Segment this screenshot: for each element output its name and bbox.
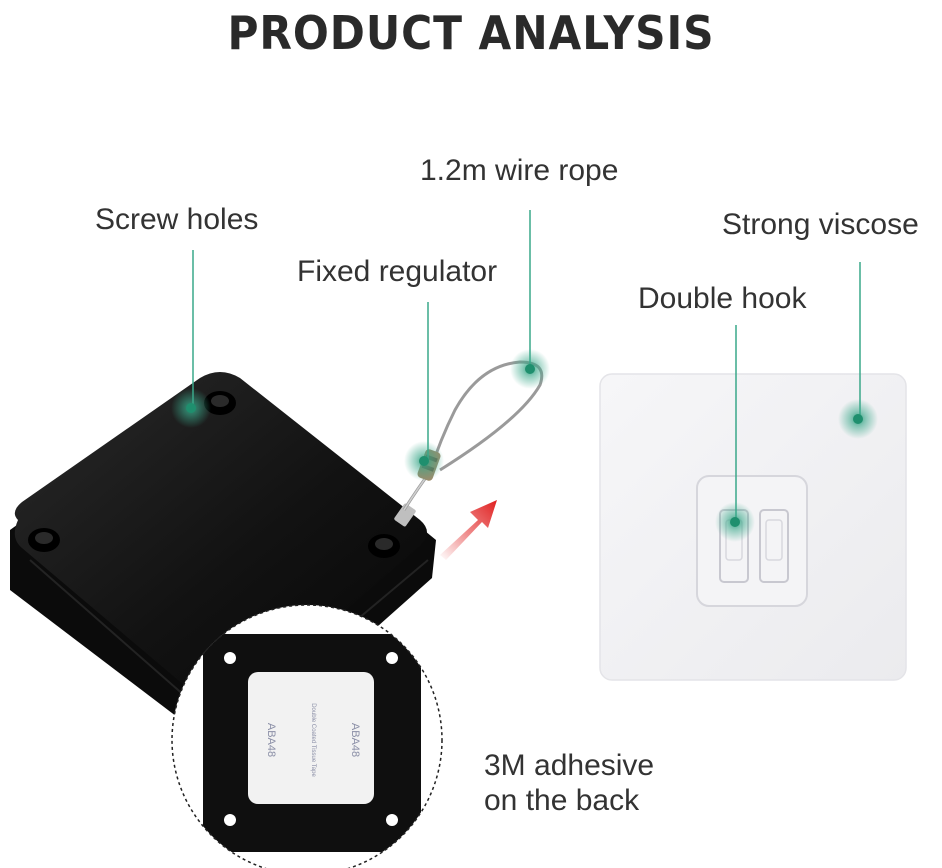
callout-dot-screw-holes [171,388,211,428]
adhesive-sticker [248,672,374,804]
label-fixed-regulator: Fixed regulator [297,255,498,288]
callout-dot-double-hook [715,502,755,542]
label-3m-adhesive: 3M adhesive on the back [484,748,654,818]
direction-arrow [440,500,497,560]
sticker-text-2: Double Coated Tissue Tape [310,703,316,777]
callout-dot-wire-rope [510,349,550,389]
hook-right [759,509,789,583]
label-3m-adhesive-line1: 3M adhesive [484,749,655,782]
screw-hole-right [368,534,400,558]
label-3m-adhesive-line2: on the back [484,784,640,817]
callout-dot-strong-viscose [838,399,878,439]
label-double-hook: Double hook [638,282,807,315]
back-view-circle-border [171,604,443,868]
screw-hole-top [204,391,236,415]
double-hook-base [696,475,808,607]
screw-hole-left [28,528,60,552]
callout-dot-fixed-regulator [404,441,444,481]
sticker-text-3: ABA48 [349,723,361,757]
label-screw-holes: Screw holes [95,203,259,236]
sticker-text-1: ABA48 [265,723,277,757]
callout-lines [192,210,861,520]
label-strong-viscose: Strong viscose [722,208,919,241]
label-wire-rope: 1.2m wire rope [420,154,619,187]
page-title: PRODUCT ANALYSIS [227,6,715,60]
